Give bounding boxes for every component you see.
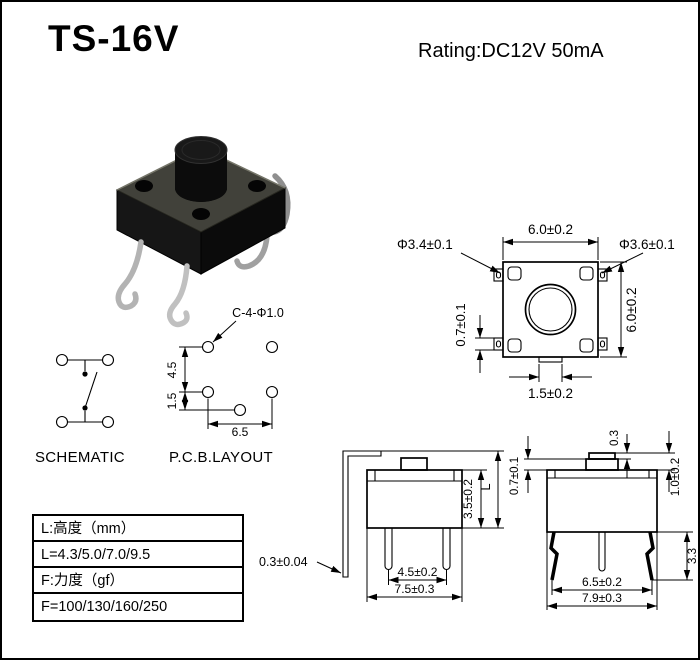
side-view-body-height-label: 3.5±0.2	[461, 479, 475, 519]
pcb-layout-caption: P.C.B.LAYOUT	[169, 449, 273, 466]
spec-row-force-values: F=100/130/160/250	[41, 599, 168, 615]
spec-table: L:高度（mm） L=4.3/5.0/7.0/9.5 F:力度（gf） F=10…	[32, 514, 244, 622]
photo-front-legs	[115, 239, 190, 328]
top-view-terminal-thickness-label: 0.7±0.1	[453, 303, 468, 346]
front-view-dimensions	[524, 431, 693, 610]
side-view-pin-pitch-label: 4.5±0.2	[398, 565, 438, 579]
side-view-body-width-label: 7.5±0.3	[395, 582, 435, 596]
spec-row-force-title: F:力度（gf）	[34, 568, 242, 594]
top-view-boss-dim-label: 1.5±0.2	[528, 386, 573, 401]
front-view-flange-label: 0.7±0.1	[509, 457, 521, 495]
front-view-outline	[546, 452, 658, 581]
top-view-dim-height-label: 6.0±0.2	[624, 288, 639, 333]
front-view-travel-label: 0.3	[609, 430, 621, 446]
pcb-layout-drawing: C-4-Φ1.0 4.5 1.5 6.5	[165, 306, 284, 439]
front-view-drawing: 0.7±0.1 0.3 1.0±0.2 3.3 6.5±0.2 7.9±0.3	[509, 430, 699, 610]
pcb-hole-callout-label: C-4-Φ1.0	[232, 306, 284, 320]
pcb-row-pitch-label: 4.5	[165, 361, 179, 378]
side-view-outline	[342, 450, 463, 578]
page-title: TS-16V	[48, 18, 180, 59]
switch-photo	[115, 136, 291, 328]
top-view-outline	[493, 261, 608, 363]
schematic-caption: SCHEMATIC	[35, 449, 125, 466]
pcb-holes	[201, 340, 279, 417]
photo-button	[174, 136, 228, 202]
pcb-dimensions	[179, 320, 273, 429]
schematic-drawing	[55, 353, 115, 429]
side-view-lead-thickness-label: 0.3±0.04	[259, 555, 308, 569]
front-view-button-height-label: 1.0±0.2	[670, 458, 682, 496]
top-view-terminal-dia-label: Φ3.6±0.1	[619, 237, 675, 252]
side-view-drawing: 3.5±0.2 L 0.3±0.04 4.5±0.2 7.5±0.3	[259, 450, 504, 602]
front-view-leg-span-label: 6.5±0.2	[582, 575, 622, 589]
top-view-actuator-dia-label: Φ3.4±0.1	[397, 237, 453, 252]
top-view-dim-width-label: 6.0±0.2	[528, 222, 573, 237]
spec-row-height-values: L=4.3/5.0/7.0/9.5	[34, 542, 242, 568]
side-view-dimensions	[316, 450, 504, 602]
front-view-body-width-label: 7.9±0.3	[582, 591, 622, 605]
pcb-offset-label: 1.5	[165, 392, 179, 409]
rating-text: Rating:DC12V 50mA	[418, 40, 604, 62]
pcb-col-pitch-label: 6.5	[232, 425, 249, 439]
top-view-dimensions	[460, 237, 644, 382]
front-view-leg-height-label: 3.3	[687, 548, 699, 564]
schematic-symbol	[55, 353, 115, 429]
side-view-length-label: L	[478, 483, 493, 490]
spec-row-height-title: L:高度（mm）	[34, 516, 242, 542]
top-view-drawing: 6.0±0.2 Φ3.4±0.1 Φ3.6±0.1 6.0±0.2 0.7±0.…	[397, 222, 675, 401]
